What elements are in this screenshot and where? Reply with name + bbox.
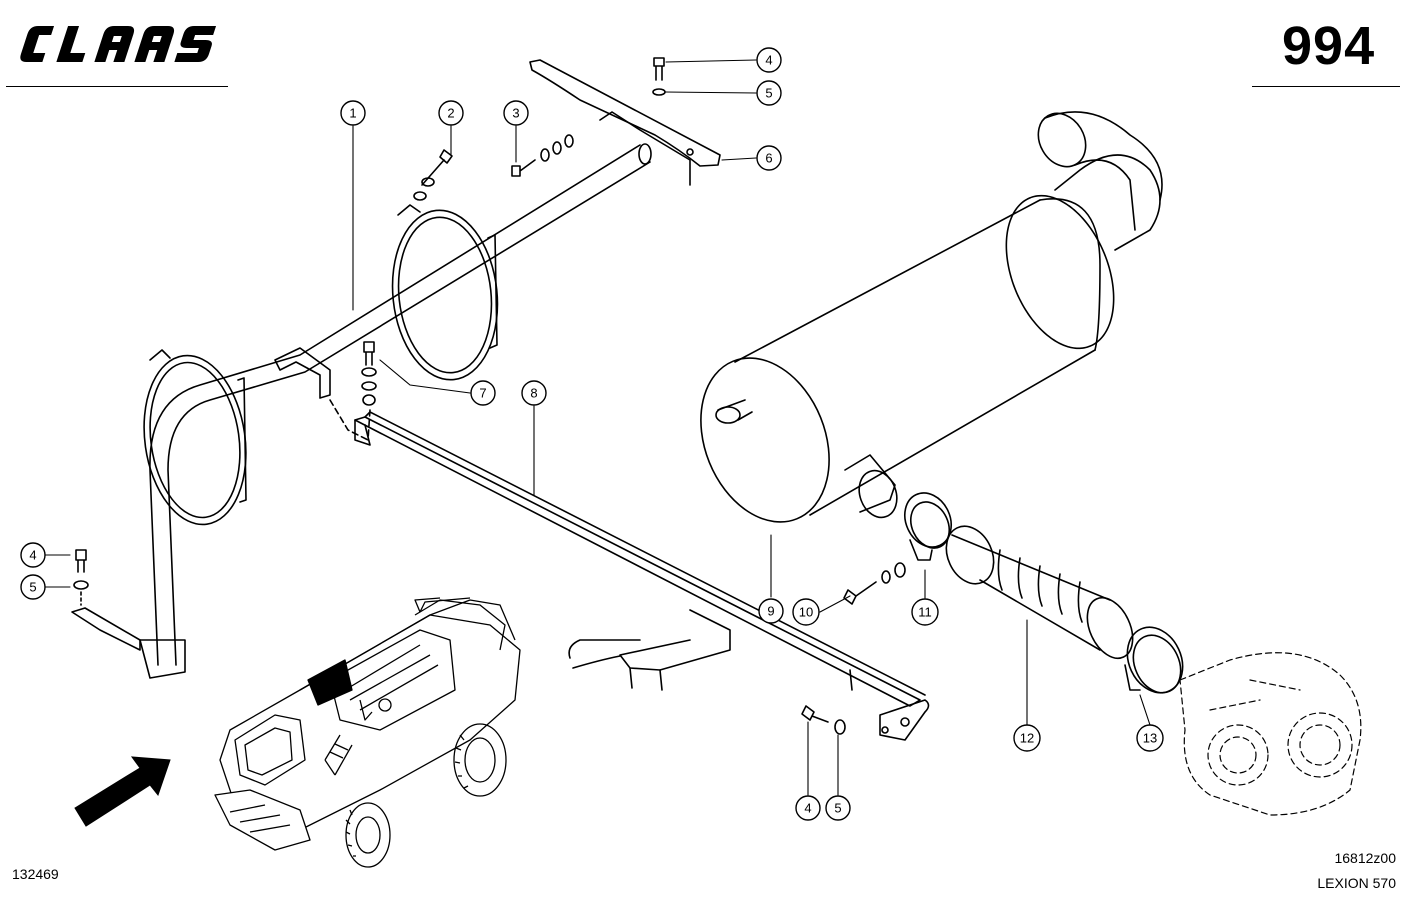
callout-circle-8 — [521, 380, 547, 406]
callout-12: 12 — [1020, 731, 1034, 746]
callout-circle-7 — [470, 380, 496, 406]
callout-circle-5-top — [756, 80, 782, 106]
callout-4-left: 4 — [29, 548, 36, 563]
callout-10: 10 — [799, 605, 813, 620]
callout-9: 9 — [767, 604, 774, 619]
muffler — [700, 111, 1163, 523]
leader-lines — [44, 59, 1151, 796]
model-name: LEXION 570 — [1317, 875, 1396, 891]
page-number: 994 — [1282, 16, 1376, 76]
clamp-13 — [1124, 626, 1184, 694]
callout-circle-3 — [503, 100, 529, 126]
callout-circle-5-bottom — [825, 795, 851, 821]
clamp-11 — [904, 492, 952, 561]
callout-circle-1 — [340, 100, 366, 126]
callout-circle-4-bottom — [795, 795, 821, 821]
flex-hose — [945, 525, 1134, 660]
combine-harvester-icon — [214, 597, 521, 868]
callout-circle-9 — [758, 598, 784, 624]
document-number: 132469 — [12, 866, 59, 882]
callout-5-top: 5 — [765, 86, 772, 101]
fasteners — [71, 57, 906, 735]
callout-4-bottom: 4 — [804, 801, 811, 816]
callout-3: 3 — [512, 106, 519, 121]
callout-circle-6 — [756, 145, 782, 171]
callout-circle-13 — [1136, 724, 1164, 752]
frame-tube — [139, 143, 652, 679]
claas-logo-graphic — [20, 26, 217, 62]
callout-circle-10 — [792, 598, 820, 626]
direction-arrow-icon — [74, 756, 171, 827]
callout-4-top: 4 — [765, 53, 772, 68]
callout-5-bottom: 5 — [834, 801, 841, 816]
cross-member — [329, 399, 930, 741]
callouts — [20, 47, 1164, 821]
drawing-code: 16812z00 — [1334, 850, 1396, 866]
header-rule-left — [6, 86, 228, 87]
callout-circle-5-left — [20, 574, 46, 600]
turbocharger-outline — [1179, 652, 1362, 816]
top-bracket — [529, 59, 721, 186]
callout-5-left: 5 — [29, 580, 36, 595]
callout-8: 8 — [530, 386, 537, 401]
header-rule-right — [1252, 86, 1400, 87]
callout-11: 11 — [918, 605, 932, 620]
callout-circle-11 — [911, 598, 939, 626]
callout-circle-4-top — [756, 47, 782, 73]
callout-1: 1 — [349, 106, 356, 121]
callout-circle-12 — [1013, 724, 1041, 752]
callout-6: 6 — [765, 151, 772, 166]
callout-7: 7 — [479, 386, 486, 401]
callout-circle-4-left — [20, 542, 46, 568]
claas-logo — [18, 20, 243, 68]
callout-2: 2 — [447, 106, 454, 121]
callout-13: 13 — [1143, 731, 1157, 746]
callout-circle-2 — [438, 100, 464, 126]
